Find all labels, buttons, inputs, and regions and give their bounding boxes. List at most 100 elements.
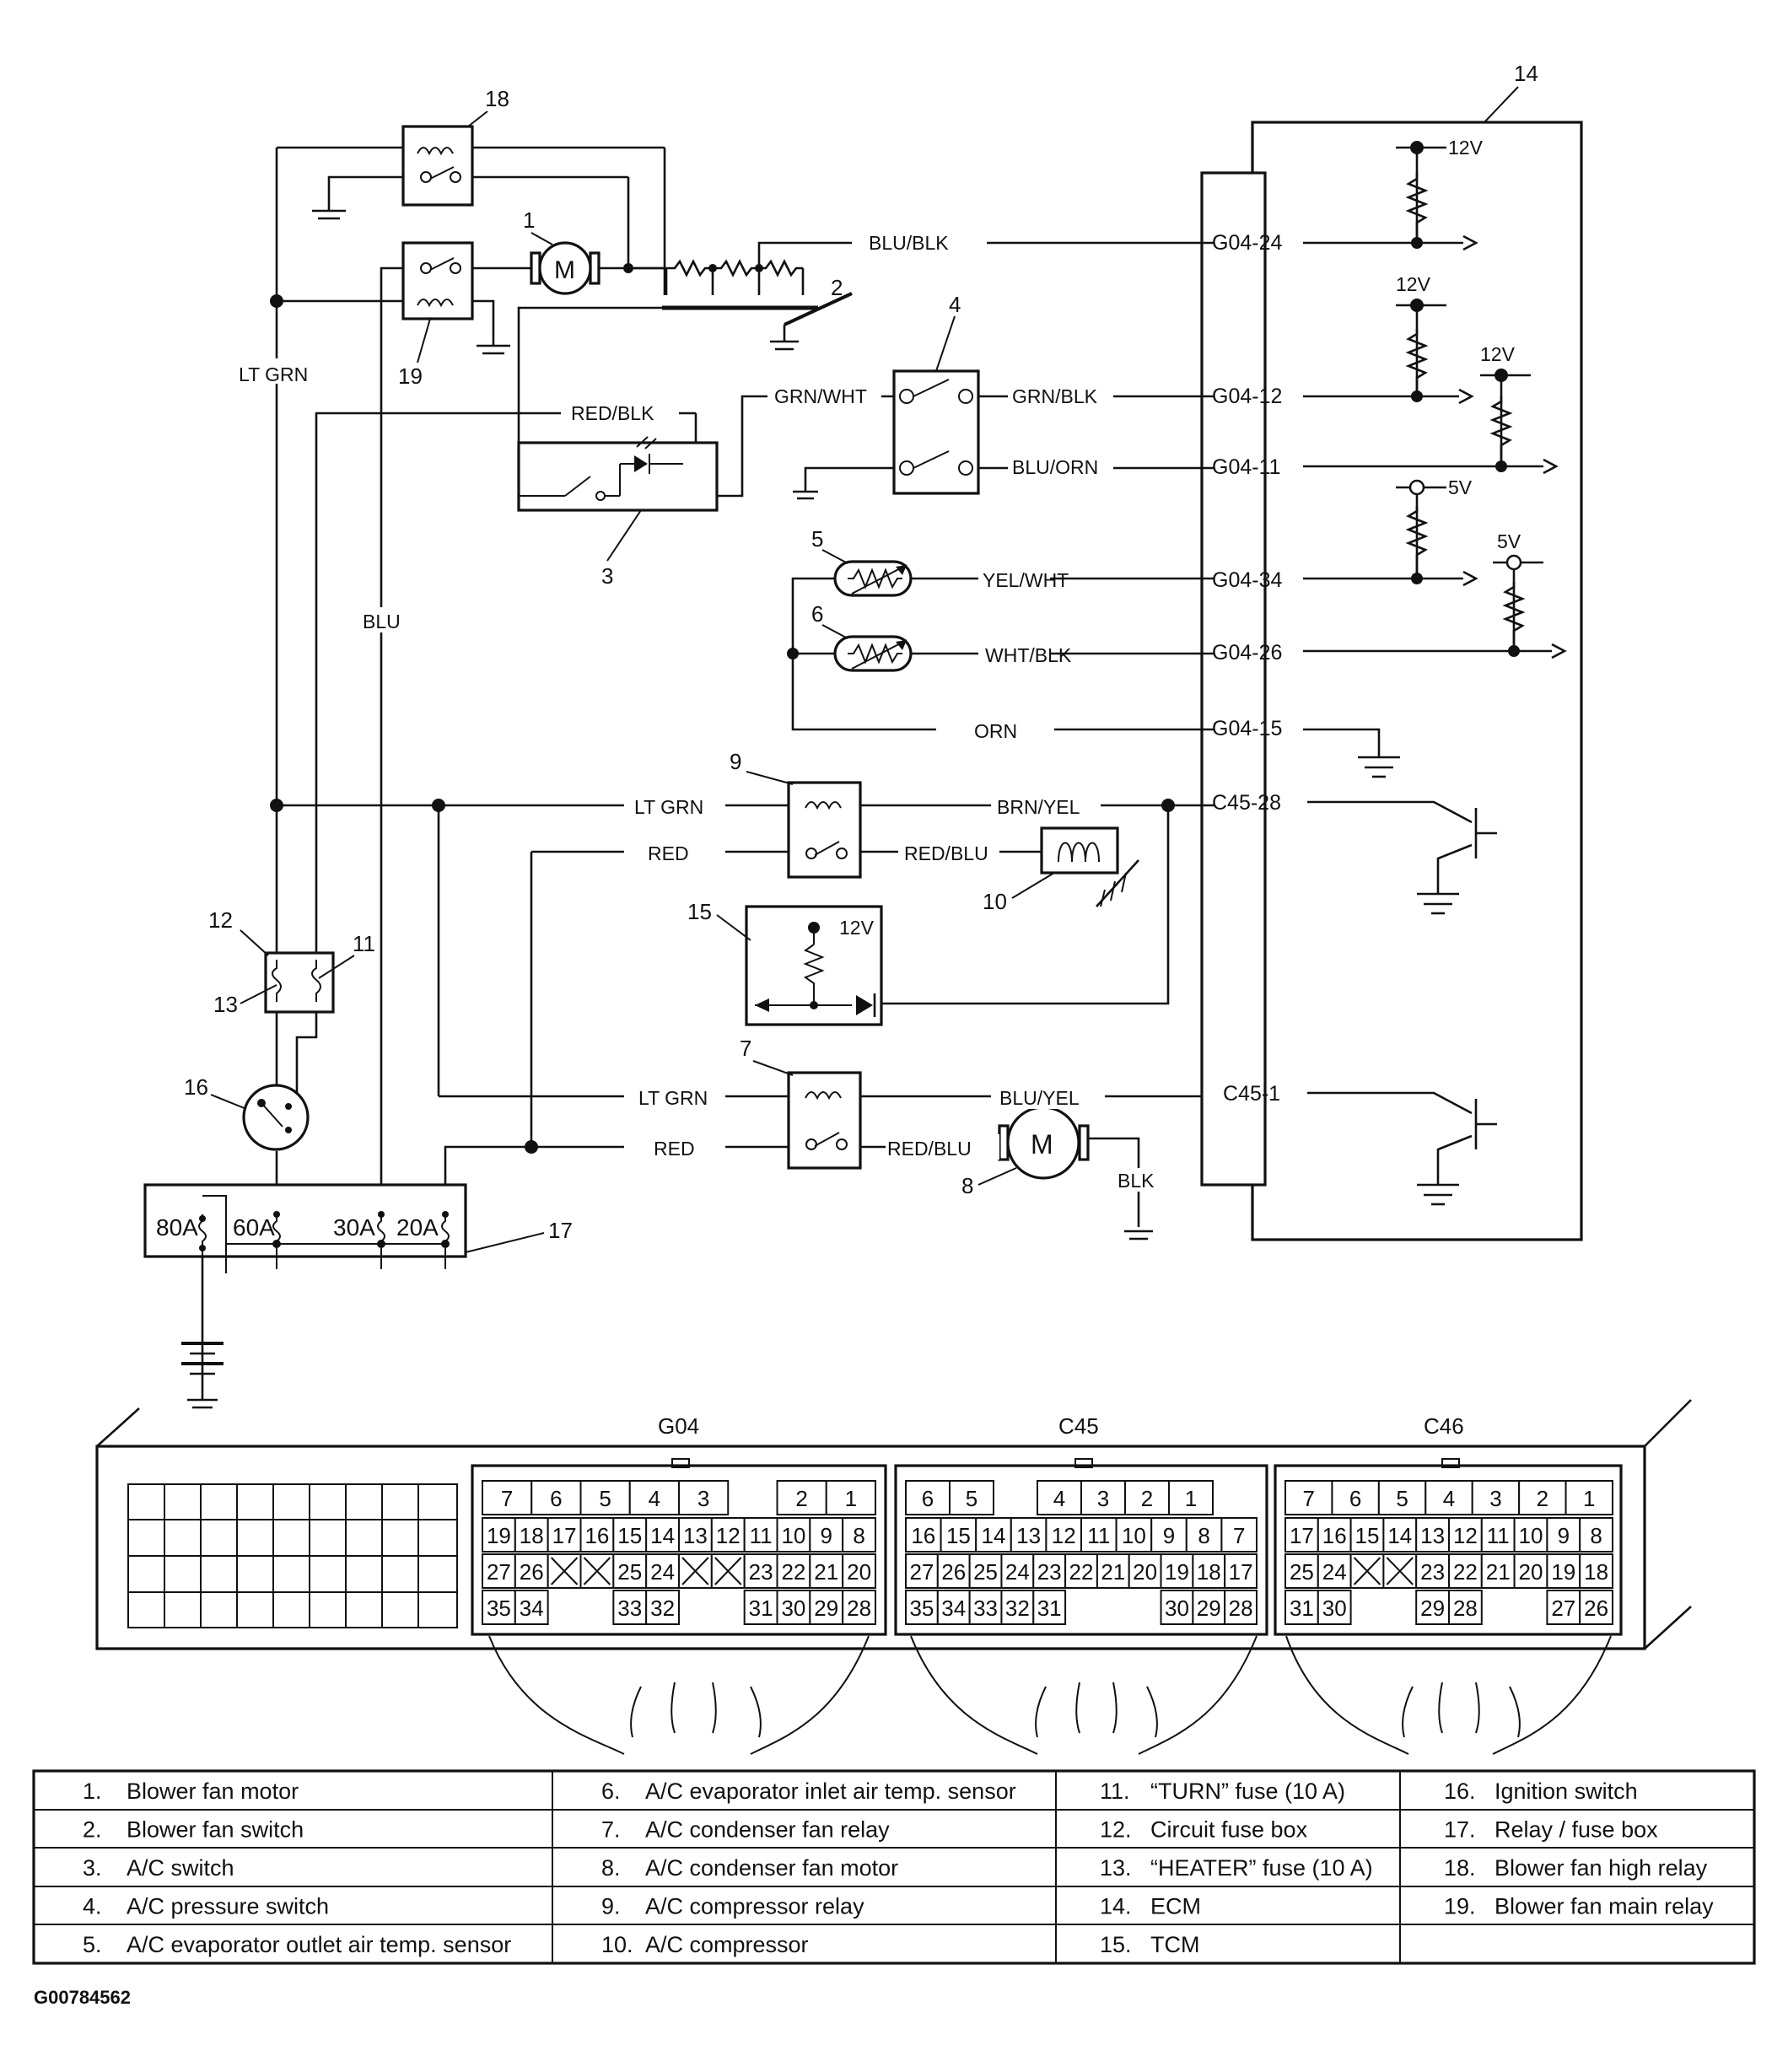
connector-pin-number: 14 (650, 1523, 675, 1548)
connector-pin-number: 19 (1551, 1559, 1575, 1585)
connector-pin-number: 4 (1443, 1486, 1455, 1511)
connector-pin-number: 2 (1141, 1486, 1153, 1511)
connector-pin-number: 12 (1052, 1523, 1076, 1548)
connector-pin-cell (1284, 1590, 1319, 1625)
callout-15: 15 (687, 899, 712, 924)
connector-pin-number: 8 (1198, 1523, 1209, 1548)
legend-item-text: A/C compressor (645, 1932, 809, 1957)
connector-pin-number: 31 (749, 1596, 773, 1621)
connector-pin-blank (681, 1557, 709, 1585)
legend-item-text: A/C compressor relay (645, 1894, 864, 1919)
connector-pin-number: 19 (1165, 1559, 1189, 1585)
ac-compressor-relay: 9 (730, 749, 862, 879)
connector-pin-blank (550, 1557, 579, 1585)
connector-pin-number: 26 (520, 1559, 544, 1585)
circuit-fuse-box: 12 13 11 (208, 907, 375, 1017)
connector-pin-number: 27 (909, 1559, 934, 1585)
callout-3: 3 (601, 563, 613, 589)
connector-pin-number: 17 (1229, 1559, 1253, 1585)
legend-item-number: 1. (83, 1779, 102, 1804)
relay-fuse-box: 80A 60A 30A 20A 17 (143, 1183, 573, 1273)
connector-pin-cell (678, 1480, 730, 1515)
legend-item-text: Blower fan high relay (1494, 1855, 1708, 1881)
legend-item-text: A/C switch (127, 1855, 234, 1881)
connector-pin-number: 13 (683, 1523, 708, 1548)
connector-pin-number: 20 (847, 1559, 871, 1585)
legend-item-number: 4. (83, 1894, 102, 1919)
connector-pin-cell (1546, 1553, 1581, 1589)
connector-pin-cell (645, 1517, 681, 1553)
wire-lt-grn-left: LT GRN (239, 363, 308, 385)
connector-pin-cell (514, 1517, 549, 1553)
connector-pin-number: 22 (1069, 1559, 1094, 1585)
callout-7: 7 (740, 1036, 751, 1061)
connector-pin-number: 12 (1453, 1523, 1478, 1548)
legend-item-text: “HEATER” fuse (10 A) (1150, 1855, 1373, 1881)
connector-pin-cell (547, 1517, 582, 1553)
connector-pin-number: 3 (1097, 1486, 1109, 1511)
connector-pin-number: 22 (781, 1559, 805, 1585)
connector-pin-cell (1000, 1590, 1035, 1625)
pin-c45-1: C45-1 (1223, 1082, 1280, 1106)
callout-4: 4 (949, 292, 961, 317)
pin-g04-15: G04-15 (1212, 717, 1282, 740)
connector-pin-number: 2 (795, 1486, 807, 1511)
callout-16: 16 (184, 1074, 208, 1100)
connector-pin-number: 24 (1005, 1559, 1030, 1585)
legend-item-number: 19. (1444, 1894, 1476, 1919)
connector-pin-number: 7 (1302, 1486, 1314, 1511)
connector-pin-number: 3 (1489, 1486, 1501, 1511)
wire-lt-grn-relay7: LT GRN (638, 1087, 708, 1109)
connector-pin-number: 17 (552, 1523, 577, 1548)
connector-pin-cell (482, 1553, 516, 1589)
connector-pin-cell (645, 1553, 681, 1589)
legend-item-number: 18. (1444, 1855, 1476, 1881)
voltage-5v-1: 5V (1448, 476, 1473, 498)
connector-pin-cell (1284, 1480, 1333, 1515)
connector-pin-number: 31 (1037, 1596, 1062, 1621)
wire-blu: BLU (363, 611, 401, 632)
voltage-5v-2: 5V (1497, 530, 1521, 552)
connector-pin-cell (905, 1590, 939, 1625)
connector-pin-blank (583, 1557, 611, 1585)
connector-pin-blank (714, 1557, 742, 1585)
legend-item-text: Relay / fuse box (1494, 1817, 1658, 1843)
connector-pin-number: 9 (1558, 1523, 1570, 1548)
connector-pin-cell (1448, 1590, 1483, 1625)
connector-pin-number: 21 (1486, 1559, 1511, 1585)
pin-g04-11: G04-11 (1212, 455, 1281, 479)
connector-pin-number: 34 (941, 1596, 966, 1621)
connector-pin-number: 13 (1420, 1523, 1445, 1548)
callout-6: 6 (811, 601, 823, 627)
pin-g04-24: G04-24 (1212, 231, 1282, 255)
connector-pin-number: 1 (845, 1486, 857, 1511)
connector-pin-number: 22 (1453, 1559, 1478, 1585)
fuse-30a: 30A (333, 1214, 375, 1241)
wire-lt-grn-relay9: LT GRN (634, 796, 703, 818)
callout-17: 17 (548, 1218, 573, 1243)
legend-item-text: A/C pressure switch (127, 1894, 329, 1919)
figure-code: G00784562 (34, 1987, 131, 2008)
connector-pin-cell (1168, 1480, 1214, 1515)
legend-item-text: “TURN” fuse (10 A) (1150, 1779, 1345, 1804)
connector-pin-number: 25 (617, 1559, 642, 1585)
callout-19: 19 (398, 363, 423, 389)
connector-pin-number: 30 (1322, 1596, 1347, 1621)
connector-pin-cell (776, 1480, 827, 1515)
connector-pin-number: 7 (501, 1486, 513, 1511)
pin-g04-12: G04-12 (1212, 385, 1282, 408)
legend-item-text: A/C evaporator outlet air temp. sensor (127, 1932, 511, 1957)
wire-red-blu-relay9: RED/BLU (904, 842, 988, 864)
connector-pin-cell (905, 1517, 942, 1553)
wire-blu-orn: BLU/ORN (1012, 456, 1098, 478)
voltage-12v-2: 12V (1396, 273, 1431, 295)
connector-pin-cell (1224, 1590, 1258, 1625)
connector-pin-number: 4 (1053, 1486, 1065, 1511)
wire-wht-blk: WHT/BLK (985, 644, 1072, 666)
connector-pin-number: 13 (1016, 1523, 1041, 1548)
connector-pin-cell (1284, 1517, 1319, 1553)
connector-pin-cell (530, 1480, 582, 1515)
connector-pin-cell (1513, 1517, 1548, 1553)
